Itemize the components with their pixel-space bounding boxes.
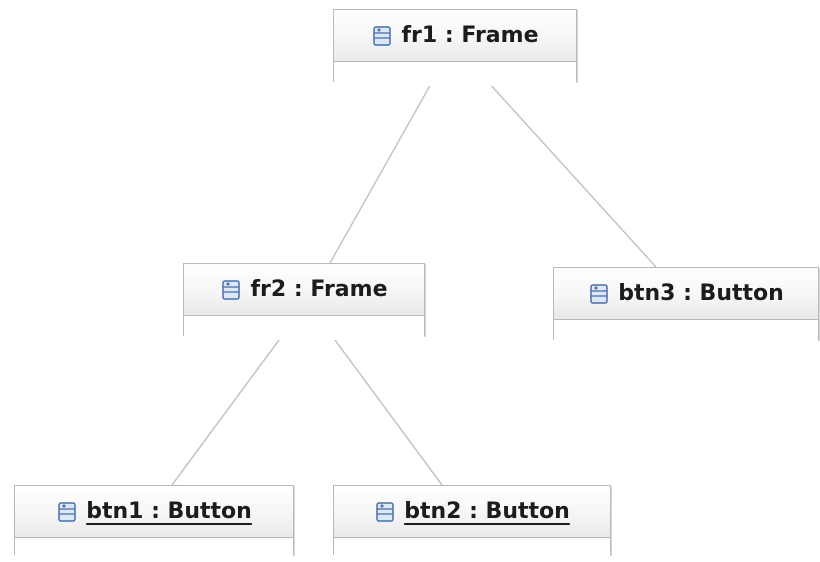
link-fr2-btn1 [171,335,283,486]
object-node-body [554,320,818,344]
object-node-btn2[interactable]: btn2 : Button [333,485,611,562]
class-instance-icon [58,501,76,522]
object-node-fr2[interactable]: fr2 : Frame [183,263,425,340]
object-label: fr1 : Frame [401,23,539,48]
object-node-header: btn2 : Button [334,486,610,538]
object-node-body [334,62,576,86]
class-instance-icon [373,25,392,46]
object-node-btn1[interactable]: btn1 : Button [14,485,294,562]
object-node-fr1[interactable]: fr1 : Frame [333,9,577,86]
object-node-btn3[interactable]: btn3 : Button [553,267,819,344]
object-label: btn2 : Button [404,499,570,524]
object-label: btn3 : Button [618,281,784,306]
object-node-header: fr2 : Frame [184,264,424,316]
object-node-header: fr1 : Frame [334,10,576,62]
link-fr2-btn2 [331,335,443,486]
link-fr1-btn3 [487,81,657,268]
object-node-body [334,538,610,562]
link-fr1-fr2 [329,81,433,264]
class-instance-icon [376,501,394,522]
object-node-body [15,538,293,562]
object-label: btn1 : Button [86,499,252,524]
object-node-body [184,316,424,340]
class-instance-icon [590,283,608,304]
object-node-header: btn3 : Button [554,268,818,320]
object-label: fr2 : Frame [250,277,388,302]
class-instance-icon [222,279,241,300]
object-node-header: btn1 : Button [15,486,293,538]
